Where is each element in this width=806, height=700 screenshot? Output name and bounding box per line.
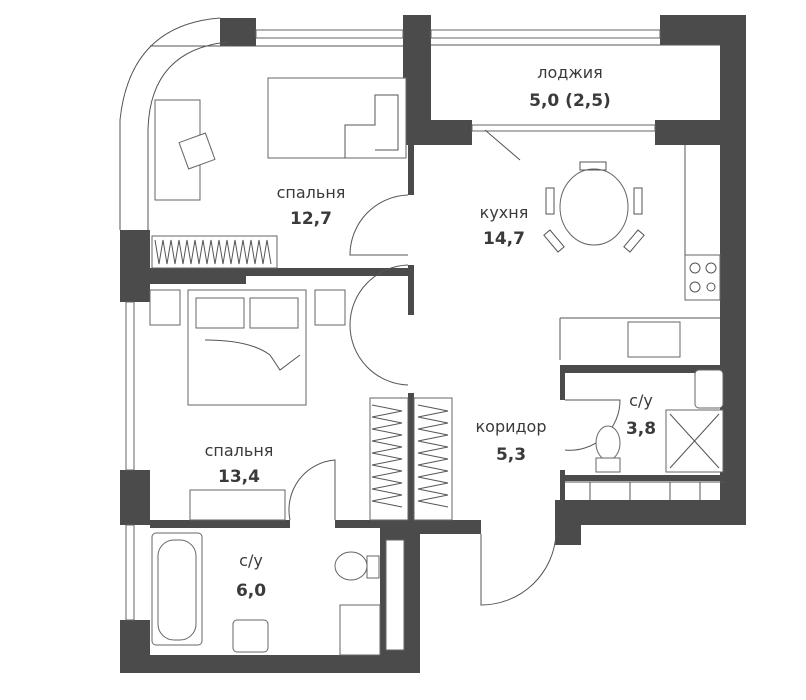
toilet xyxy=(334,551,368,581)
bed-1 xyxy=(267,77,407,159)
small-toilet xyxy=(595,425,621,461)
room-area-loggia: 5,0 (2,5) xyxy=(529,91,611,111)
room-name-loggia: лоджия xyxy=(537,63,603,82)
room-area-bathroom-large: 6,0 xyxy=(236,581,266,601)
room-name-corridor: коридор xyxy=(475,417,546,436)
room-name-kitchen: кухня xyxy=(480,203,529,222)
small-sink xyxy=(694,369,724,409)
room-name-bathroom-small: с/у xyxy=(629,391,653,410)
room-name-bedroom-1: спальня xyxy=(277,183,346,202)
chair xyxy=(178,132,216,170)
stove xyxy=(684,254,721,301)
furniture xyxy=(149,77,725,656)
room-name-bedroom-2: спальня xyxy=(205,441,274,460)
room-area-bedroom-1: 12,7 xyxy=(290,209,332,229)
room-area-bedroom-2: 13,4 xyxy=(218,467,260,487)
windows xyxy=(119,17,720,621)
room-labels: лоджия 5,0 (2,5) спальня 12,7 кухня 14,7… xyxy=(205,63,656,601)
dining-table xyxy=(559,168,629,246)
room-area-kitchen: 14,7 xyxy=(483,229,525,249)
sink xyxy=(232,619,269,653)
room-name-bathroom-large: с/у xyxy=(239,551,263,570)
kitchen-sink xyxy=(627,321,681,358)
washer xyxy=(339,604,381,656)
room-area-bathroom-small: 3,8 xyxy=(626,419,656,439)
dresser xyxy=(189,489,286,521)
room-area-corridor: 5,3 xyxy=(496,445,526,465)
shelf xyxy=(385,539,405,651)
